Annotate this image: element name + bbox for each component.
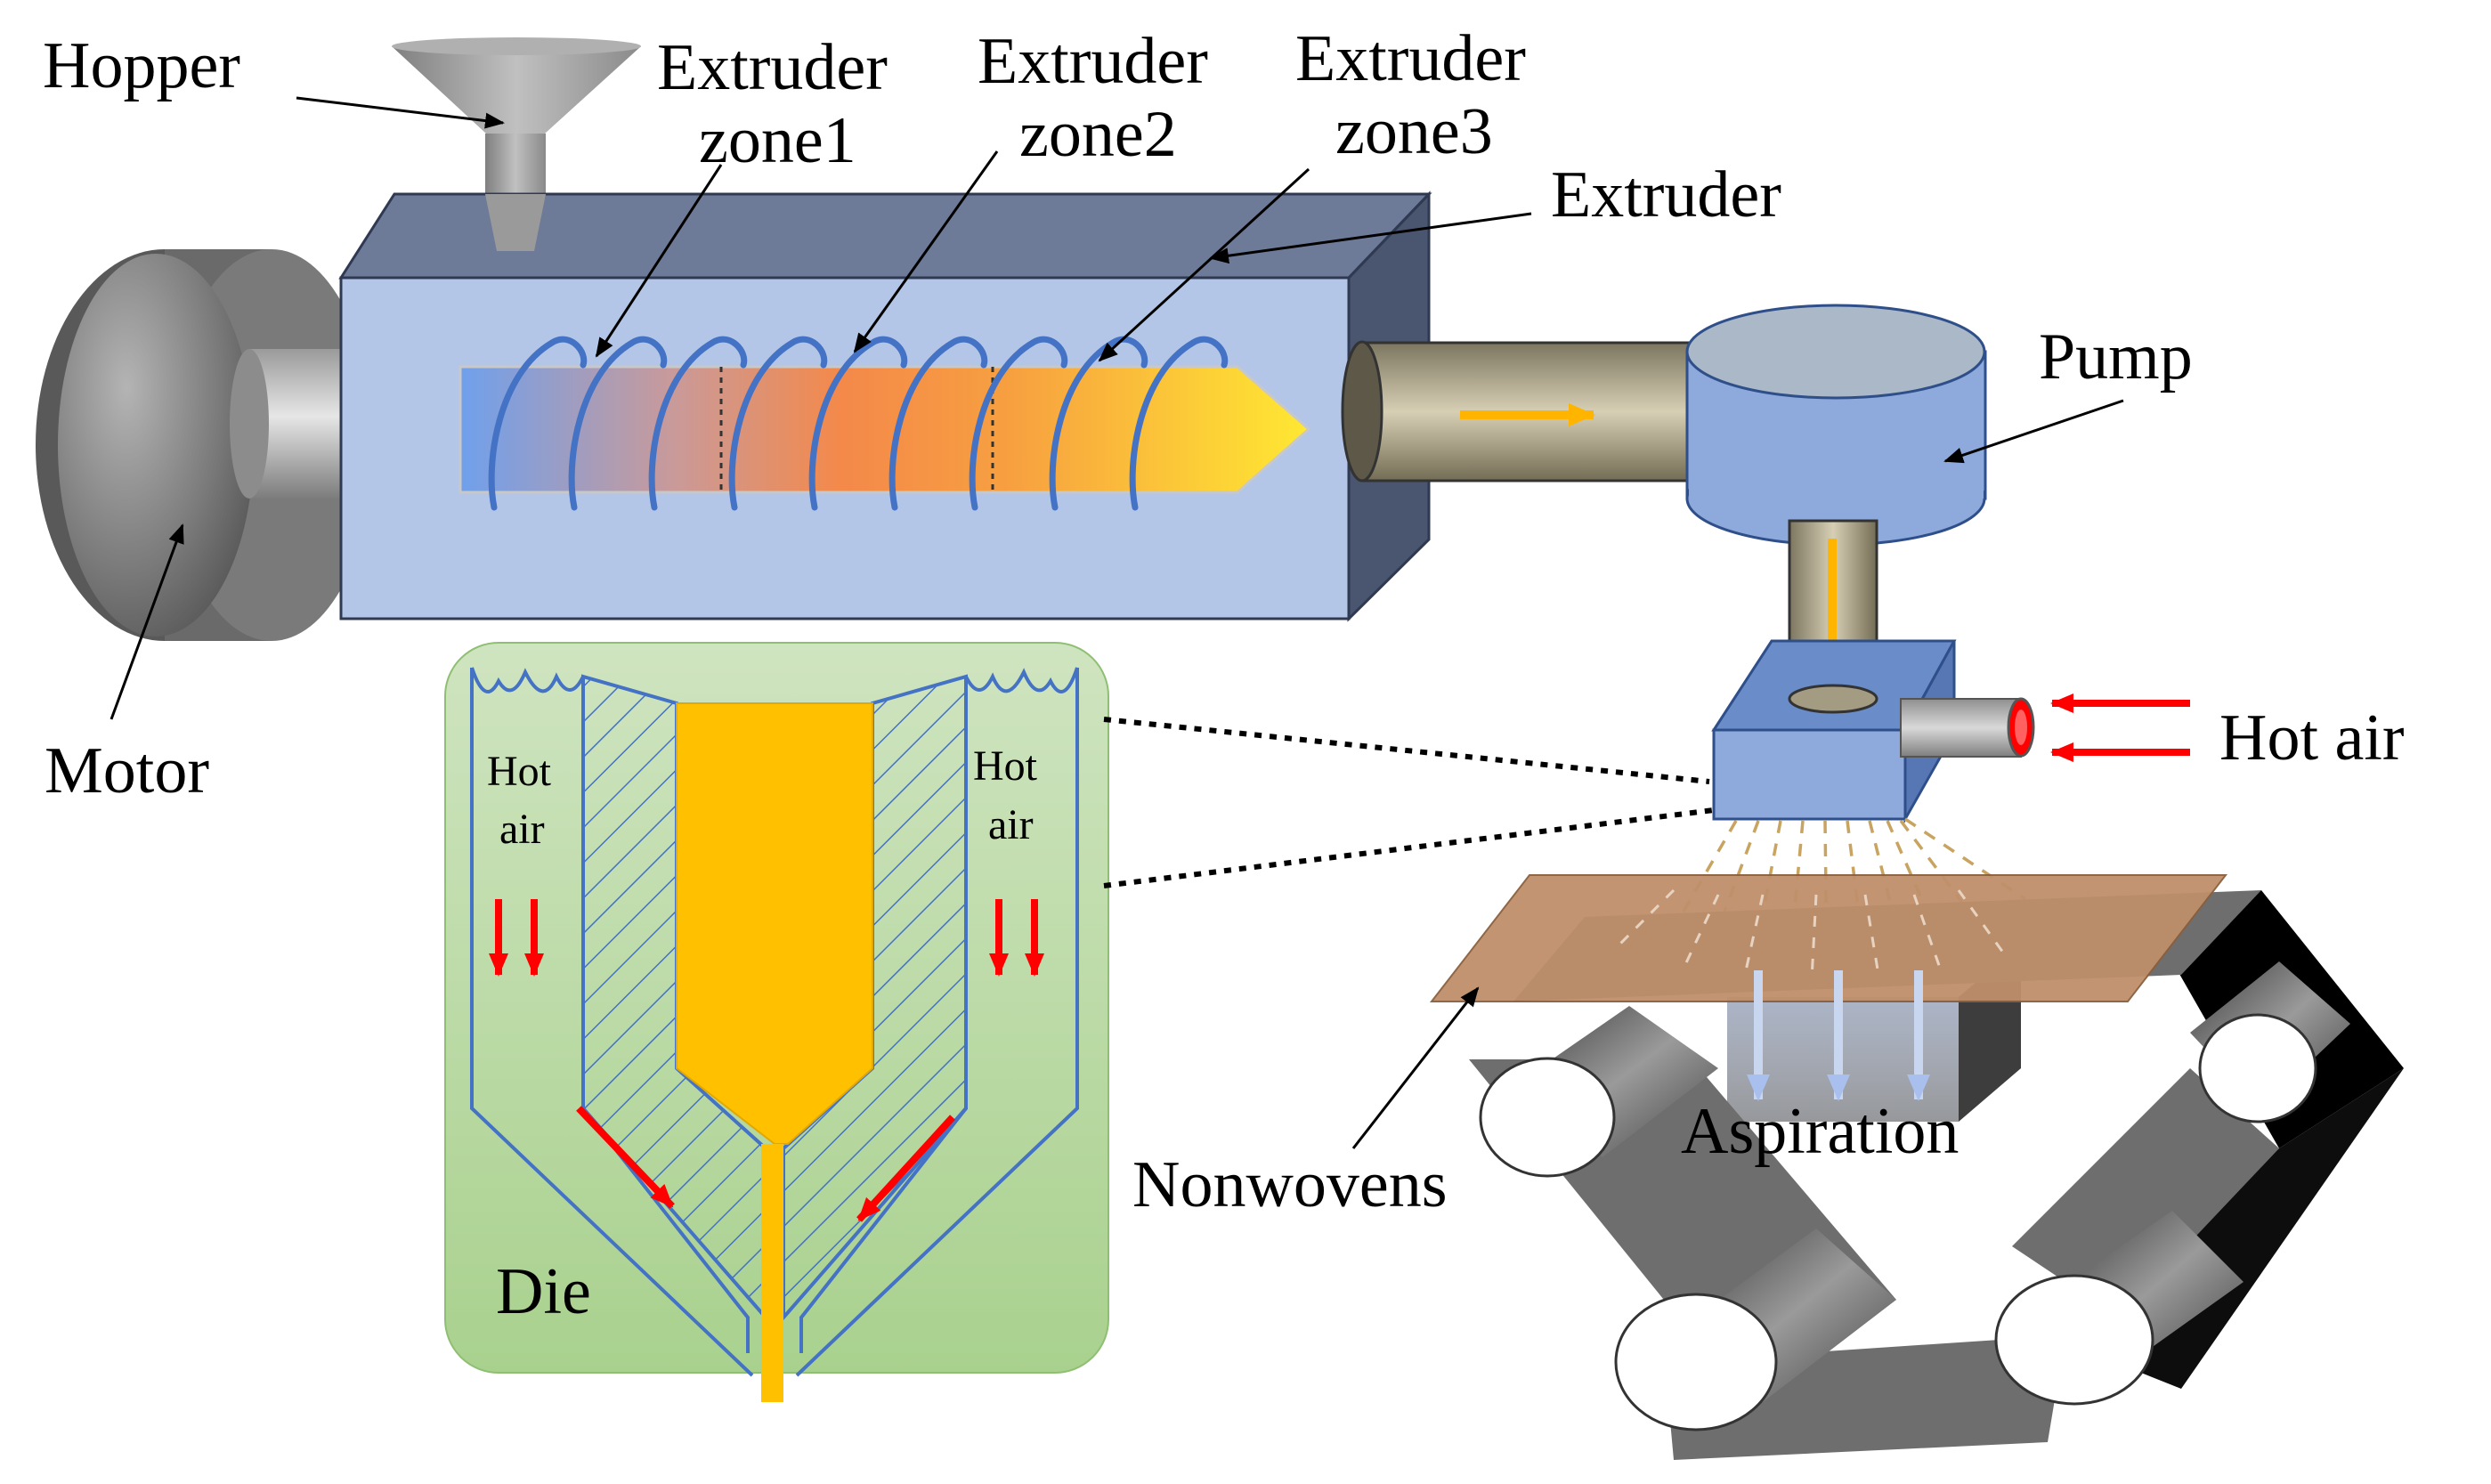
zoom-lines: [1103, 717, 1715, 888]
roller-1: [1479, 1006, 1718, 1178]
callout-lines: [110, 96, 2124, 1149]
pump: [1685, 304, 1987, 547]
label-nonwovens: Nonwovens: [1132, 1148, 1448, 1221]
nonwoven-web: [1429, 874, 2228, 1002]
label-hopper: Hopper: [43, 29, 240, 102]
motor-shaft: [230, 349, 347, 499]
label-aspiration: Aspiration: [1681, 1095, 1959, 1168]
roller-4: [1994, 1211, 2244, 1406]
die-detail-panel: [444, 642, 1109, 1402]
hot-air-inlet-pipe: [1900, 697, 2035, 758]
label-zone1-line1: Extruder: [657, 31, 888, 104]
roller-2: [2190, 961, 2350, 1123]
label-extruder: Extruder: [1551, 158, 1781, 231]
label-zone2-line2: zone2: [1019, 98, 1177, 171]
extruder-melt-channel: [458, 365, 1311, 494]
motor: [36, 249, 374, 641]
hot-air-arrows: [2050, 693, 2190, 762]
labels: Hopper Extruder zone1 Extruder zone2 Ext…: [43, 22, 2405, 1328]
die-block: [1711, 639, 1957, 824]
label-zone1-line2: zone1: [699, 104, 856, 177]
label-die: Die: [496, 1255, 591, 1328]
conveyor-belt: [1429, 874, 2404, 1460]
label-die-hot-air-left-1: Hot: [487, 748, 552, 795]
extruder-screw: [488, 336, 1229, 511]
label-die-hot-air-right-2: air: [988, 801, 1034, 848]
die-hot-air-arrows: [489, 899, 1044, 1222]
label-hot-air: Hot air: [2219, 701, 2405, 774]
label-zone2-line1: Extruder: [978, 25, 1208, 98]
label-pump: Pump: [2039, 320, 2193, 393]
label-motor: Motor: [45, 734, 209, 807]
roller-3: [1614, 1229, 1896, 1431]
label-die-hot-air-right-1: Hot: [973, 742, 1038, 790]
extruder-to-pump-pipe: [1341, 340, 1720, 483]
label-die-hot-air-left-2: air: [499, 806, 545, 853]
aspiration-arrows: [1747, 970, 1930, 1101]
label-zone3-line2: zone3: [1335, 95, 1493, 168]
label-zone3-line1: Extruder: [1295, 22, 1526, 95]
